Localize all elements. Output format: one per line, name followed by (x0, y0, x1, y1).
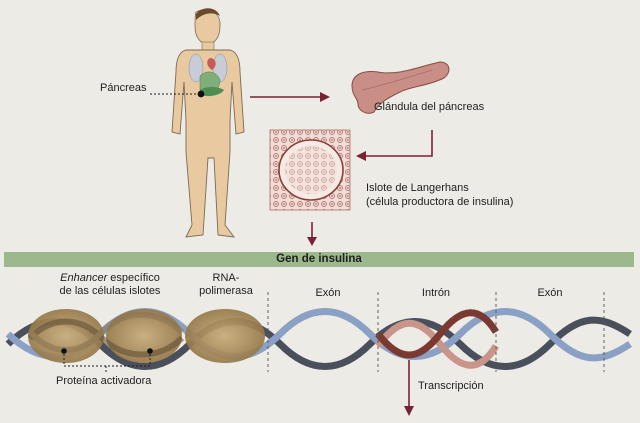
rna-polymerase-protein (185, 309, 265, 363)
transcription-label: Transcripción (418, 380, 484, 392)
intron-label: Intrón (421, 287, 451, 299)
activator-dot-left (61, 348, 67, 354)
activator-bracket (63, 350, 151, 374)
enhancer-label-rest: específico (107, 272, 160, 284)
rna-polymerase-label: RNA- polimerasa (186, 272, 266, 298)
arrow-to-islet (356, 130, 433, 161)
enhancer-protein-1 (28, 309, 104, 363)
arrow-to-gene (307, 222, 317, 246)
enhancer-label-line1: Enhancer específico (40, 272, 180, 285)
arrow-to-gland (250, 92, 330, 102)
islet-label-line1: Islote de Langerhans (366, 182, 469, 194)
human-figure-icon (171, 8, 245, 238)
enhancer-label-line2: de las células islotes (59, 285, 161, 298)
enhancer-label: Enhancer específico de las células islot… (40, 272, 180, 298)
activator-label: Proteína activadora (56, 375, 152, 387)
activator-dot-right (147, 348, 153, 354)
internal-organs-icon (188, 53, 228, 98)
enhancer-term: Enhancer (60, 272, 108, 284)
arrow-transcription (404, 360, 414, 416)
exon-right-label: Exón (537, 287, 563, 299)
islet-label-line2: (célula productora de insulina) (366, 196, 514, 208)
gene-banner-title: Gen de insulina (276, 253, 362, 265)
rna-label-line1: RNA- (212, 272, 240, 284)
enhancer-reshaded-helix (27, 311, 185, 358)
exon-left-label: Exón (315, 287, 341, 299)
intron-strand (375, 319, 499, 369)
gene-banner: Gen de insulina (4, 252, 634, 267)
gene-region-separators (267, 292, 605, 372)
gland-label: Glándula del páncreas (374, 101, 485, 113)
rna-label-line2: polimerasa (199, 285, 253, 298)
pancreas-label: Páncreas (100, 82, 147, 94)
islet-of-langerhans-icon (269, 129, 351, 211)
gland-texture-line (361, 69, 433, 91)
pancreas-gland-icon (351, 61, 450, 114)
